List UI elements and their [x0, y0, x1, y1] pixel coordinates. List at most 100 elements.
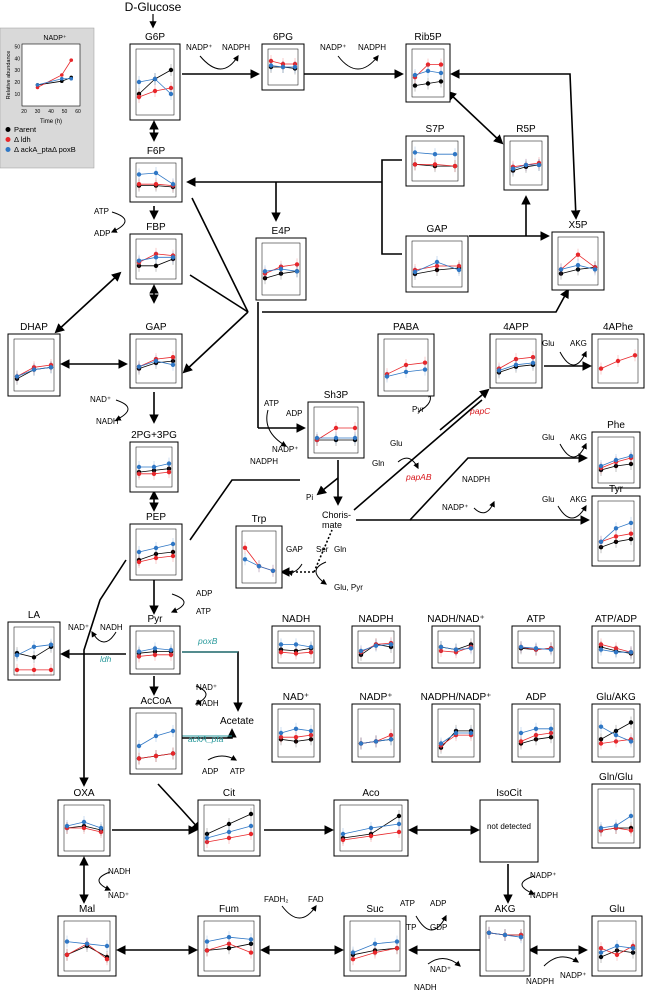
cofactor-gln-paba: Gln — [372, 459, 384, 468]
data-point-acka-poxb — [170, 255, 176, 260]
panel-gap: GAP — [129, 322, 183, 389]
panel-2pg3pg: 2PG+3PG — [129, 430, 179, 493]
data-point-acka-poxb — [84, 941, 90, 946]
data-point-ldh — [615, 358, 621, 364]
data-point-acka-poxb — [248, 937, 254, 942]
data-point-ldh — [628, 531, 634, 536]
metabolite-label: Fum — [219, 904, 239, 915]
cofactor-nadph-tyr: NADPH — [462, 475, 490, 484]
data-point-acka-poxb — [226, 935, 232, 940]
plot-frame — [357, 708, 395, 758]
data-point-acka-poxb — [452, 152, 458, 157]
data-point-acka-poxb — [598, 463, 604, 469]
data-point-acka-poxb — [256, 564, 262, 569]
data-point-acka-poxb — [242, 557, 248, 562]
cofactor-gdp-suc: GDP — [430, 923, 447, 932]
plot-frame — [597, 338, 639, 384]
data-point-ldh — [153, 753, 159, 759]
data-point-acka-poxb — [598, 825, 604, 831]
data-point-ldh — [613, 534, 619, 539]
metabolite-label: FBP — [146, 222, 166, 233]
data-point-acka-poxb — [152, 646, 158, 651]
data-point-acka-poxb — [340, 831, 346, 837]
data-point-acka-poxb — [278, 730, 284, 736]
metabolite-label: Glu — [609, 904, 625, 915]
data-point-acka-poxb — [152, 76, 158, 82]
legend-marker — [5, 127, 11, 132]
metabolite-label: PABA — [393, 322, 419, 333]
data-point-acka-poxb — [412, 269, 418, 275]
metabolite-label: NADPH/NADP⁺ — [421, 692, 492, 703]
curve-suc-atp — [415, 914, 447, 931]
gene-papC: papC — [469, 406, 491, 416]
data-point-ldh — [350, 957, 356, 962]
data-point-acka-poxb — [168, 91, 174, 97]
panel-6pg: 6PG — [261, 32, 305, 91]
pep-to-oxa-arrow — [79, 559, 127, 787]
legend-plot-title: NADP⁺ — [43, 35, 66, 42]
metabolite-label: 4APhe — [603, 322, 633, 333]
curve-phe — [559, 442, 587, 458]
data-point-ldh — [48, 667, 54, 673]
panel-nadph: NADPH — [351, 614, 401, 669]
data-point-ldh — [518, 739, 524, 744]
plot-frame — [597, 436, 635, 484]
cofactor-nadph-glu: NADPH — [526, 977, 554, 986]
metabolite-box — [235, 525, 283, 589]
legend-example-series — [35, 58, 74, 90]
metabolite-label: 6PG — [273, 32, 293, 43]
data-point-parent — [226, 821, 232, 827]
data-point-acka-poxb — [530, 360, 536, 366]
metabolite-label: Pyr — [148, 614, 164, 625]
panel-glu_akg: Glu/AKG — [591, 692, 641, 763]
data-point-acka-poxb — [170, 182, 176, 187]
metabolite-label: Rib5P — [414, 32, 442, 43]
plot-frame — [135, 238, 177, 280]
data-point-acka-poxb — [136, 364, 142, 369]
data-point-parent — [248, 811, 254, 817]
data-point-acka-poxb — [153, 733, 159, 739]
data-point-ldh — [153, 555, 159, 561]
data-point-acka-poxb — [278, 266, 284, 272]
data-point-ldh — [403, 362, 409, 368]
data-point-acka-poxb — [598, 950, 604, 955]
metabolite-label: OXA — [73, 788, 94, 799]
panel-oxa: OXA — [57, 788, 111, 857]
metabolite-label: ATP — [527, 614, 546, 625]
plot-frame — [411, 140, 459, 182]
data-point-ldh — [151, 471, 157, 476]
curve-trp-ser — [286, 563, 303, 577]
data-point-acka-poxb — [438, 644, 444, 650]
metabolite-label: S7P — [426, 124, 445, 135]
data-point-ldh — [293, 735, 299, 740]
data-point-acka-poxb — [31, 367, 37, 372]
legend-item-label: Δ ldh — [14, 135, 31, 144]
data-point-ldh — [166, 469, 172, 475]
cofactor-nadph-sh3p: NADPH — [250, 457, 278, 466]
plot-frame — [63, 920, 111, 972]
data-point-acka-poxb — [548, 726, 554, 731]
data-point-ldh — [136, 756, 142, 761]
data-point-ldh — [432, 162, 438, 167]
data-point-acka-poxb — [293, 642, 299, 647]
plot-frame — [203, 920, 255, 972]
data-point-acka-poxb — [358, 648, 364, 654]
data-point-acka-poxb — [278, 642, 284, 647]
legend-series-point — [35, 83, 40, 87]
cofactor-pyr-paba: Pyr — [412, 405, 424, 414]
data-point-acka-poxb — [628, 813, 634, 819]
data-point-acka-poxb — [533, 726, 539, 731]
cofactor-atp-suc: ATP — [400, 899, 415, 908]
data-point-acka-poxb — [294, 269, 300, 274]
plot-frame — [517, 630, 555, 664]
curve-tyr-nadph — [473, 500, 495, 514]
junction-to-x5p-arrow — [262, 288, 569, 313]
data-point-acka-poxb — [453, 647, 459, 652]
curve-6pg — [199, 54, 239, 70]
cofactor-fadh2: FADH₂ — [264, 895, 288, 904]
data-point-acka-poxb — [136, 649, 142, 654]
gene-poxB: poxB — [197, 636, 218, 646]
data-point-ldh — [333, 425, 339, 431]
metabolite-label: PEP — [146, 512, 166, 523]
